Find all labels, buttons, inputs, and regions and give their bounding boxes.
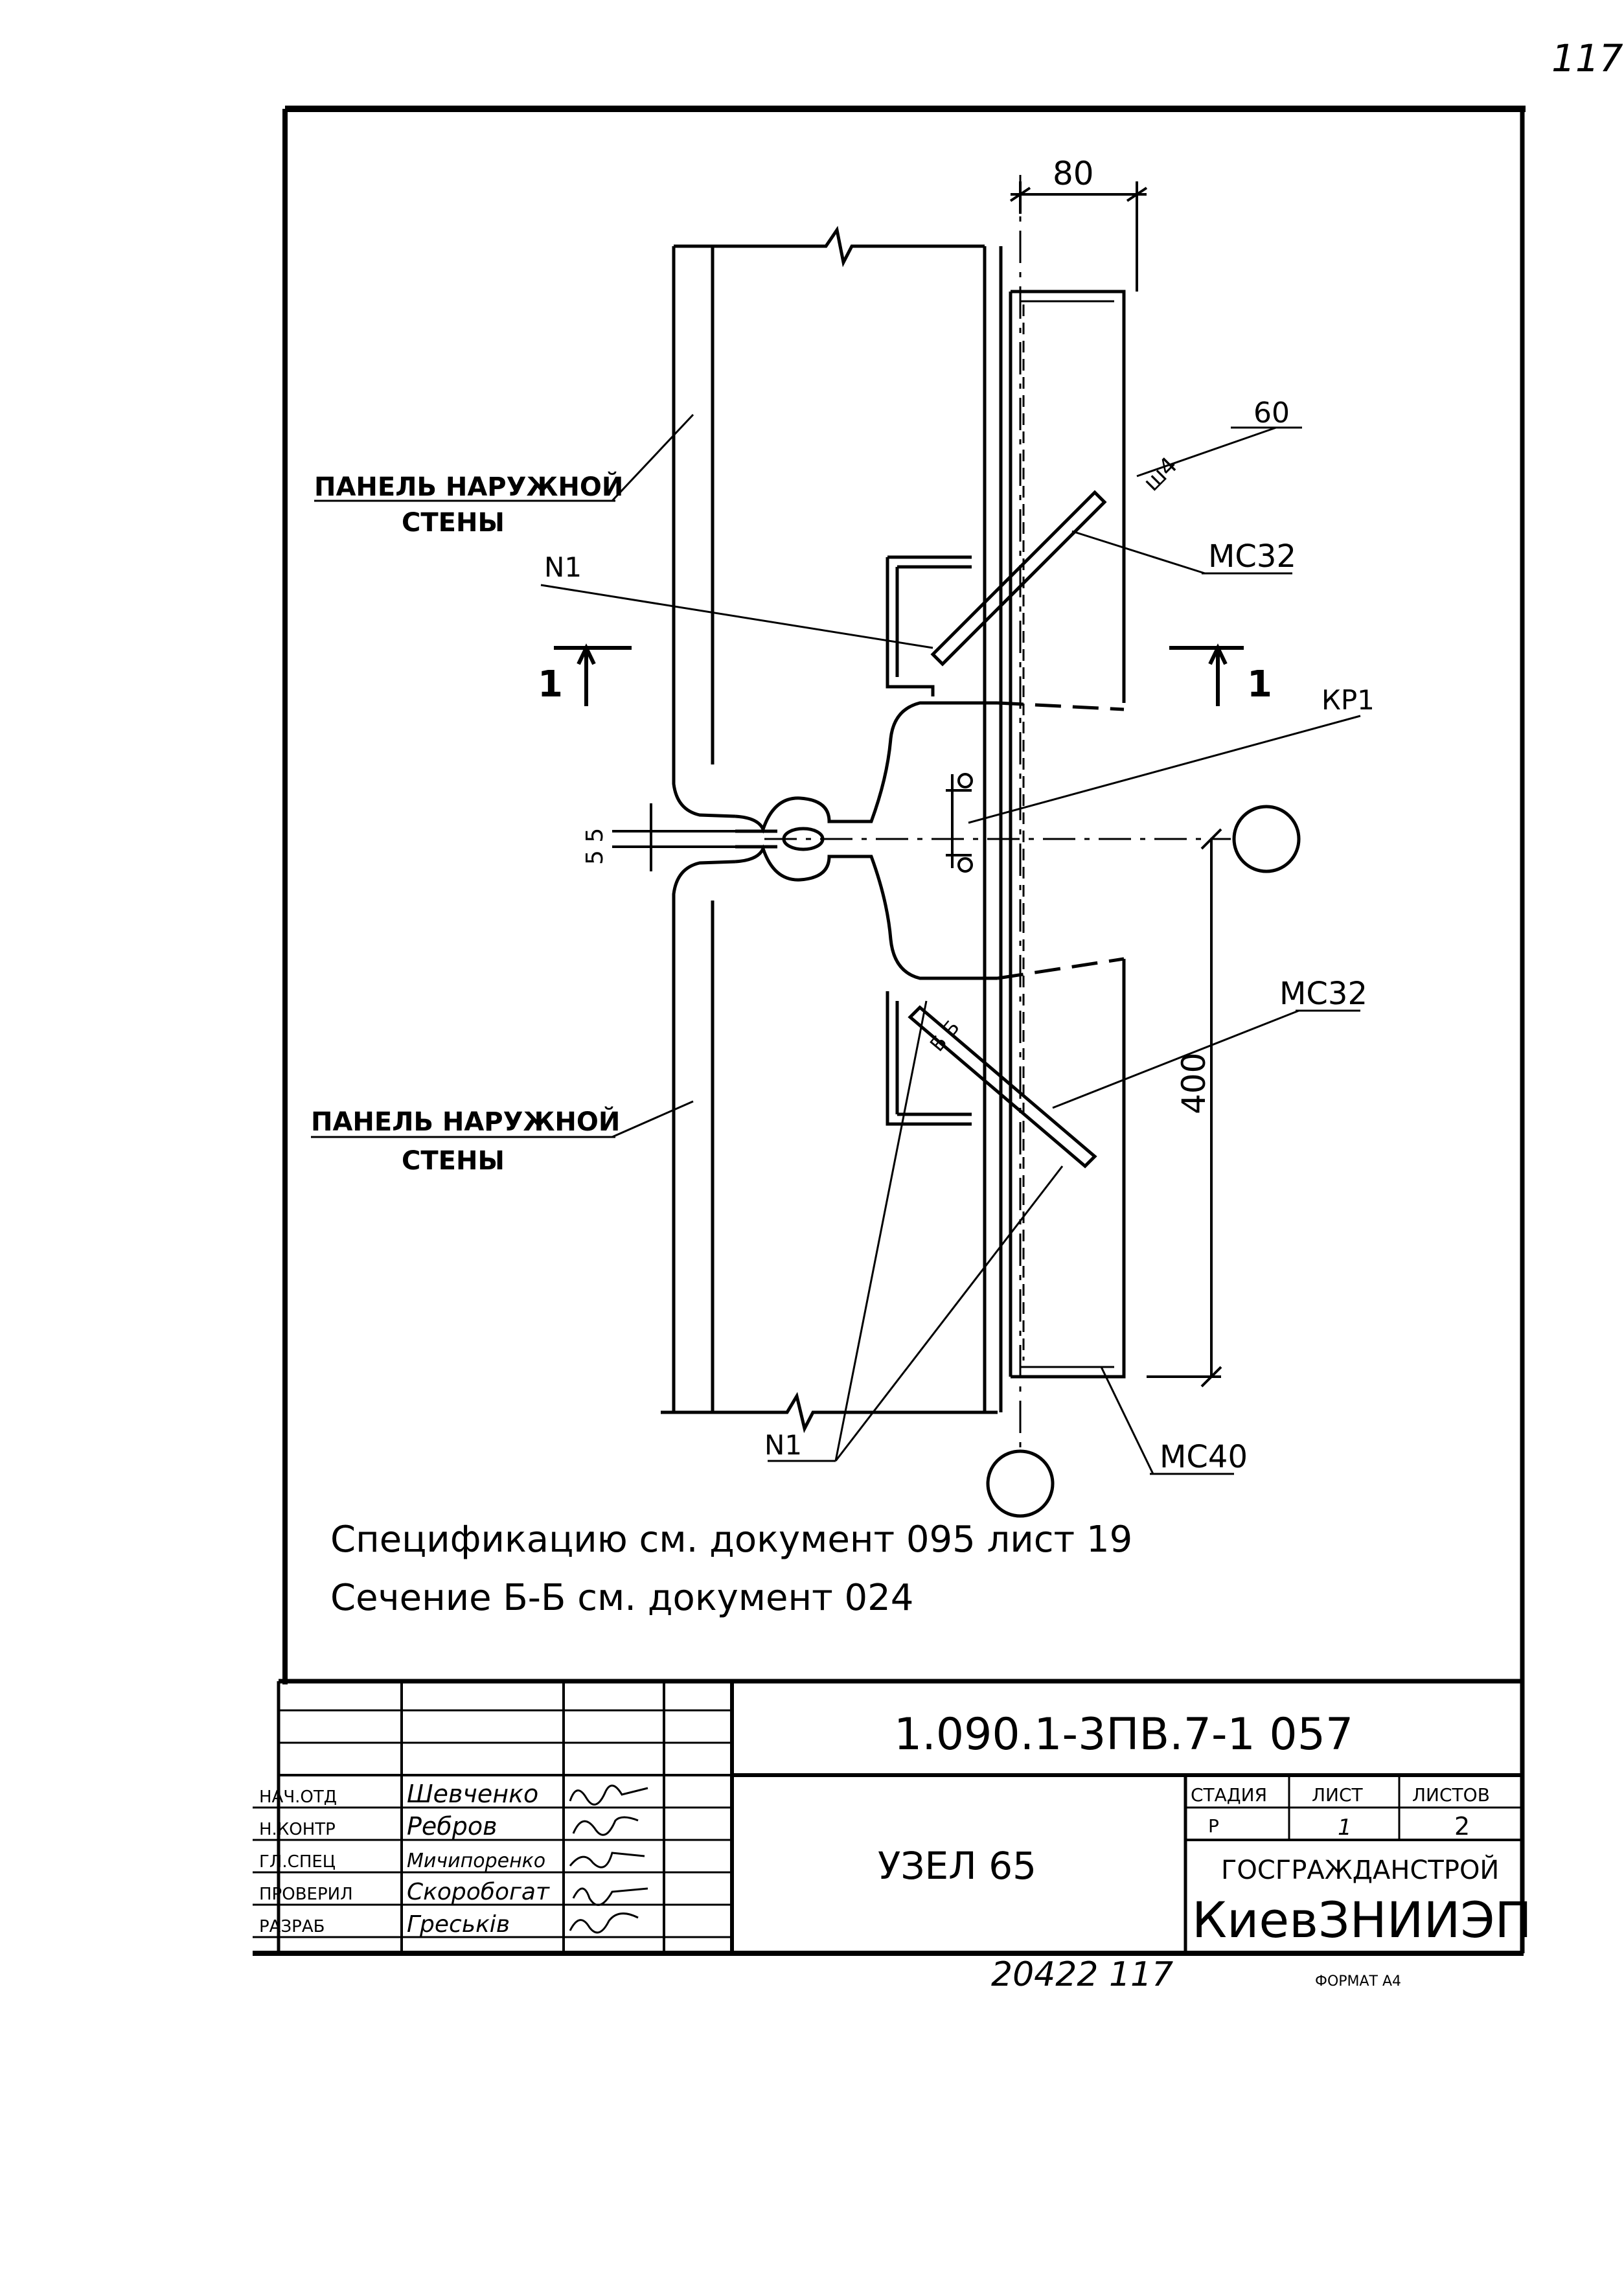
signature-table: НАЧ.ОТД Н.КОНТР ГЛ.СПЕЦ ПРОВЕРИЛ РАЗРАБ … [259,1780,648,1938]
name-1: Ребров [407,1812,497,1841]
role-0: НАЧ.ОТД [259,1787,337,1807]
label-n1-top: N1 [544,551,582,583]
name-0: Шевченко [407,1780,538,1808]
outer-wall-panels [661,225,1003,1434]
dim-80: 80 [1053,155,1094,192]
sheets-header: ЛИСТОВ [1412,1784,1490,1806]
label-n1-bottom: N1 [764,1429,802,1461]
label-mc32-top: МС32 [1208,538,1296,575]
format-label: ФОРМАТ А4 [1315,1973,1401,1990]
label-panel-bottom-1: ПАНЕЛЬ НАРУЖНОЙ [311,1106,620,1137]
sheet-value: 1 [1338,1815,1352,1841]
name-2: Мичипоренко [407,1850,545,1872]
role-3: ПРОВЕРИЛ [259,1885,353,1904]
role-1: Н.КОНТР [259,1820,336,1839]
sheets-value: 2 [1454,1812,1470,1841]
leader-lines [311,413,1361,1475]
signatures [569,1784,648,1934]
drawing-frame [253,106,1526,1956]
title-block [253,1679,1522,1953]
sheet-header: ЛИСТ [1312,1784,1364,1806]
label-mc32-bottom: МС32 [1279,976,1367,1012]
drawing-designation: 1.090.1-3ПВ.7-1 057 [894,1709,1353,1760]
dimension-lines [612,181,1222,1388]
stage-value: Р [1208,1815,1219,1837]
axis-lines [764,175,1301,1518]
name-4: Греськів [407,1911,510,1938]
note-specification: Спецификацию см. документ 095 лист 19 [330,1519,1132,1561]
page-number: 117 [1551,36,1623,80]
note-section: Сечение Б-Б см. документ 024 [330,1577,913,1619]
label-panel-top-1: ПАНЕЛЬ НАРУЖНОЙ [314,471,623,502]
name-3: Скоробогат [407,1879,550,1905]
drawing-labels: ПАНЕЛЬ НАРУЖНОЙ СТЕНЫ ПАНЕЛЬ НАРУЖНОЙ СТ… [311,155,1375,1475]
label-weld: ш4 [1138,452,1182,496]
dim-5-5: 5 5 [582,828,608,865]
label-panel-top-2: СТЕНЫ [402,508,505,538]
org-line2: КиевЗНИИЭП [1192,1891,1532,1949]
label-weld-60: 60 [1253,396,1290,430]
archive-number: 20422 117 [991,1955,1173,1994]
section-mark-left: 1 [538,663,563,706]
label-kp1: КР1 [1321,684,1375,716]
label-panel-bottom-2: СТЕНЫ [402,1146,505,1176]
role-4: РАЗРАБ [259,1917,325,1936]
section-marks [554,643,1244,706]
role-2: ГЛ.СПЕЦ [259,1852,336,1872]
embedded-plates [886,290,1126,1379]
label-mc40: МС40 [1160,1439,1248,1475]
label-bb: Б Б [926,1016,964,1056]
axis-circle-right [1232,805,1301,873]
kp1-connector [946,773,973,873]
joint-core [735,701,998,980]
org-line1: ГОСГРАЖДАНСТРОЙ [1221,1854,1499,1885]
section-mark-right: 1 [1247,663,1272,706]
diagonal-rods [908,490,1107,1169]
stage-header: СТАДИЯ [1191,1784,1267,1806]
axis-circle-bottom [986,1449,1055,1518]
dim-400: 400 [1175,1053,1213,1114]
drawing-title: УЗЕЛ 65 [878,1844,1036,1888]
